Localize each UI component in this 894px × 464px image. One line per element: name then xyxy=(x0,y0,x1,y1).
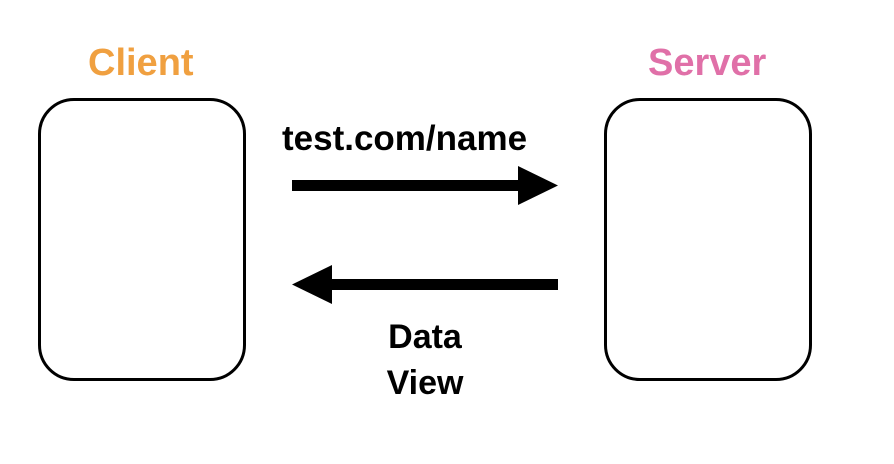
client-box xyxy=(38,98,246,381)
response-label: Data View xyxy=(368,314,482,406)
server-label: Server xyxy=(648,42,767,84)
response-arrow-icon xyxy=(292,265,558,304)
server-box xyxy=(604,98,812,381)
response-label-line-2: View xyxy=(386,364,464,402)
response-label-line-1: Data xyxy=(388,318,462,356)
request-label: test.com/name xyxy=(282,119,528,158)
client-label: Client xyxy=(88,42,194,84)
request-arrow-icon xyxy=(292,166,558,205)
